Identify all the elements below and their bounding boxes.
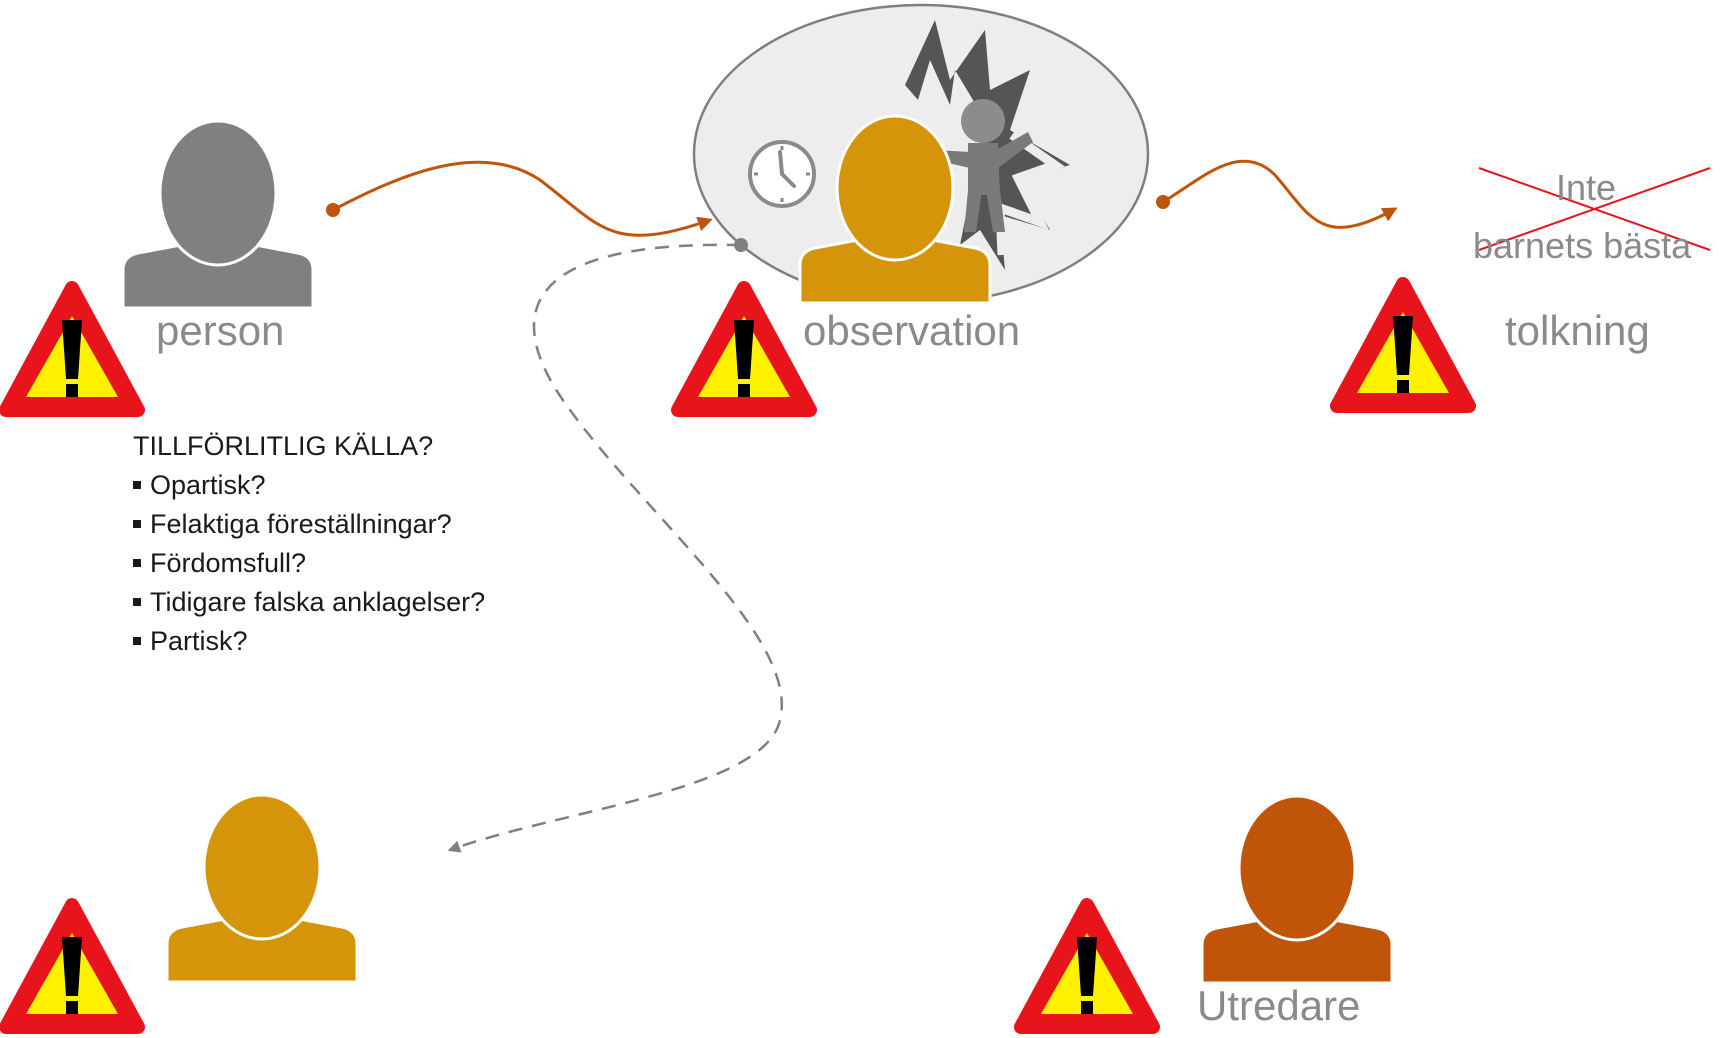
source-reliability-checklist: TILLFÖRLITLIG KÄLLA? Opartisk? Felaktiga… bbox=[133, 427, 485, 661]
arrow-observation-to-interpretation bbox=[1156, 159, 1398, 229]
warning-triangle-icon bbox=[6, 905, 138, 1027]
checklist-item: Partisk? bbox=[133, 622, 485, 661]
investigator-label: Utredare bbox=[1197, 982, 1361, 1029]
second-observer-person-icon bbox=[165, 793, 359, 984]
checklist-item: Tidigare falska anklagelser? bbox=[133, 583, 485, 622]
checklist-item: Fördomsfull? bbox=[133, 544, 485, 583]
arrow-person-to-observation bbox=[326, 160, 713, 237]
investigator-person-icon bbox=[1200, 794, 1394, 985]
child-figure-icon bbox=[935, 99, 1033, 232]
observer-person-icon bbox=[798, 114, 992, 305]
checklist-items: Opartisk? Felaktiga föreställningar? För… bbox=[133, 466, 485, 661]
checklist-item: Opartisk? bbox=[133, 466, 485, 505]
observation-label: observation bbox=[803, 307, 1021, 354]
source-person-icon bbox=[121, 119, 315, 310]
person-label: person bbox=[156, 307, 285, 354]
clock-icon bbox=[748, 140, 816, 208]
warning-triangle-icon bbox=[6, 288, 138, 410]
struck-text-line2: barnets bästa bbox=[1473, 225, 1692, 266]
dashed-arrow-retelling bbox=[447, 238, 783, 853]
strike-cross bbox=[1478, 167, 1711, 251]
warning-triangle-icon bbox=[1021, 905, 1153, 1027]
warning-triangle-icon bbox=[1337, 284, 1469, 406]
checklist-item: Felaktiga föreställningar? bbox=[133, 505, 485, 544]
warning-triangle-icon bbox=[678, 288, 810, 410]
interpretation-label: tolkning bbox=[1505, 307, 1650, 354]
struck-text-line1: Inte bbox=[1556, 167, 1617, 208]
checklist-heading: TILLFÖRLITLIG KÄLLA? bbox=[133, 431, 434, 461]
